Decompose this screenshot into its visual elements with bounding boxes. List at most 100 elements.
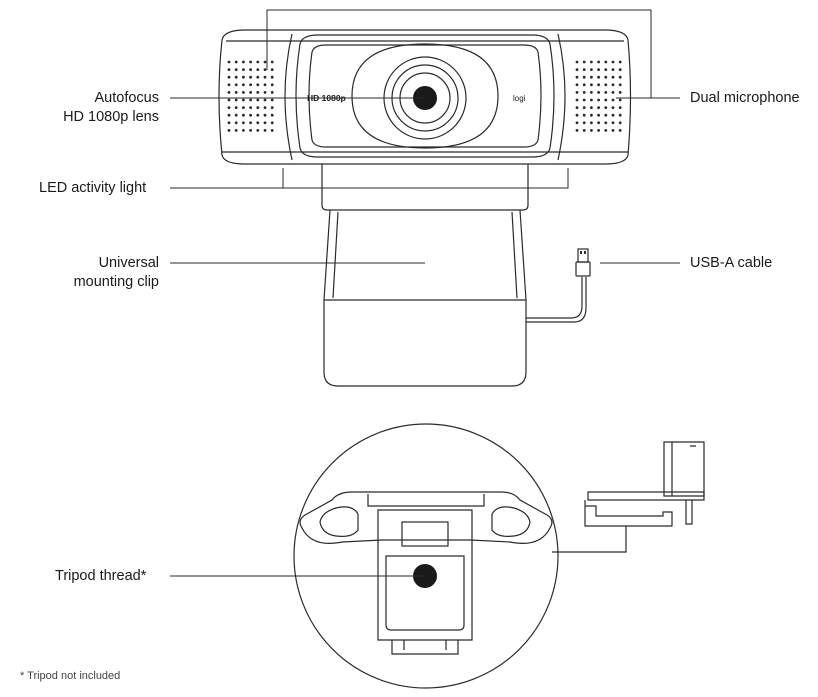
usb-pin-right (584, 251, 586, 254)
mic-hole (242, 68, 245, 71)
mic-hole (618, 98, 622, 102)
usb-cable (526, 277, 583, 319)
clip-back-body (377, 509, 473, 641)
mic-hole (618, 83, 622, 87)
mic-hole (611, 68, 615, 71)
mic-hole (256, 129, 260, 132)
mic-hole (256, 68, 260, 71)
mic-hole (597, 121, 600, 125)
mic-hole (597, 68, 600, 71)
camera-neck (321, 164, 529, 211)
mic-hole (227, 60, 231, 64)
mic-hole (597, 75, 600, 79)
mic-hole (597, 113, 600, 117)
mic-hole (227, 91, 231, 94)
mic-hole (611, 75, 615, 79)
autofocus-label-line2: HD 1080p lens (63, 109, 159, 125)
mounting-clip-foot (323, 300, 527, 387)
usb-cable-second (526, 277, 587, 323)
usb-pin-left (580, 251, 582, 254)
mic-hole (234, 75, 238, 79)
mic-hole (611, 129, 615, 132)
mic-hole (256, 60, 260, 64)
mic-hole (249, 121, 253, 125)
mic-hole (270, 68, 274, 71)
mic-hole (270, 98, 274, 102)
mic-hole (575, 113, 579, 117)
mic-hole (242, 75, 245, 79)
mic-hole (256, 98, 260, 102)
mic-hole (249, 75, 253, 79)
mic-hole (249, 83, 253, 87)
mic-hole (618, 91, 622, 94)
mic-hole (575, 91, 579, 94)
mic-hole (604, 60, 608, 64)
mic-hole (256, 113, 260, 117)
mic-hole (270, 83, 274, 87)
mic-hole (575, 121, 579, 125)
mic-hole (575, 106, 579, 109)
mic-hole (590, 68, 593, 71)
mic-hole (234, 106, 238, 109)
mic-hole (618, 106, 622, 109)
mic-hole (242, 113, 245, 117)
usb-cable-label: USB-A cable (690, 255, 773, 271)
hinge-tab (367, 494, 485, 507)
mic-hole (590, 75, 593, 79)
mic-hole (618, 121, 622, 125)
front-bezel (295, 34, 555, 158)
mic-hole (597, 91, 600, 94)
mic-hole (611, 113, 615, 117)
mic-hole (575, 83, 579, 87)
mic-hole (604, 75, 608, 79)
mic-hole (604, 83, 608, 87)
tripod-detail-view (293, 423, 705, 689)
mic-hole (604, 68, 608, 71)
mic-hole (590, 83, 593, 87)
right-microphone-grille (575, 60, 622, 132)
mic-hole (234, 83, 238, 87)
mic-hole (597, 60, 600, 64)
mic-hole (234, 68, 238, 71)
mic-hole (611, 121, 615, 125)
mic-hole (270, 129, 274, 132)
tripod-thread-label: Tripod thread* (55, 568, 147, 584)
mic-hole (242, 98, 245, 102)
mic-hole (582, 75, 586, 79)
footnote: * Tripod not included (20, 670, 121, 682)
mic-hole (590, 121, 593, 125)
mic-hole (256, 91, 260, 94)
mic-hole (582, 106, 586, 109)
mic-hole (270, 121, 274, 125)
mic-hole (611, 91, 615, 94)
mic-hole (604, 129, 608, 132)
mic-hole (256, 83, 260, 87)
led-leader (170, 168, 569, 189)
mic-hole (270, 91, 274, 94)
mic-hole (604, 91, 608, 94)
mic-hole (227, 75, 231, 79)
mic-hole (249, 60, 253, 64)
mic-hole (242, 83, 245, 87)
mic-hole (263, 60, 267, 64)
mic-hole (249, 91, 253, 94)
mounting-clip-label-line2: mounting clip (73, 274, 159, 290)
mic-hole (270, 106, 274, 109)
mic-hole (249, 98, 253, 102)
mic-hole (582, 83, 586, 87)
mic-hole (270, 60, 274, 64)
mic-hole (270, 113, 274, 117)
callout-lines-top (170, 9, 680, 264)
mic-hole (590, 91, 593, 94)
mic-hole (242, 129, 245, 132)
mic-hole (582, 121, 586, 125)
webcam-front-view: HD 1080p logi (218, 29, 632, 387)
mic-hole (604, 106, 608, 109)
mic-hole (263, 106, 267, 109)
mic-hole (575, 68, 579, 71)
mic-hole (263, 91, 267, 94)
front-glass (308, 44, 542, 148)
mic-hole (263, 83, 267, 87)
side-view-clip (584, 500, 673, 527)
mic-hole (227, 113, 231, 117)
